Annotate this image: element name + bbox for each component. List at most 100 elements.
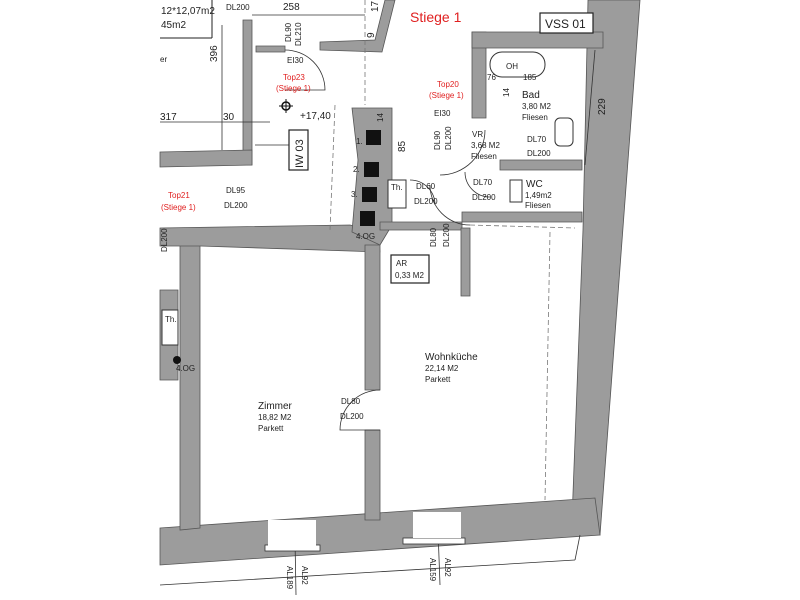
dimension: 185	[523, 73, 537, 82]
bathtub-label: OH	[506, 62, 518, 71]
wall-upper-left-v	[242, 19, 253, 166]
unit-name: Top21	[168, 191, 190, 200]
door-swing-entry	[284, 49, 326, 91]
window-label: AL92	[443, 558, 452, 577]
facade-line	[159, 559, 576, 586]
unit-stair: (Stiege 1)	[161, 203, 196, 212]
area-text: 45m2	[161, 20, 186, 31]
flue-label: 1.	[356, 137, 363, 146]
door-label: DL200	[340, 412, 364, 421]
level-height: +17,40	[300, 111, 331, 122]
wall-upper-left-h	[159, 149, 253, 168]
dimension: 396	[209, 45, 220, 62]
unit-stair: (Stiege 1)	[429, 91, 464, 100]
flue-label: 3.	[351, 190, 358, 199]
door-label: DL200	[160, 228, 169, 252]
room-area: 1,49m2	[525, 191, 552, 200]
wall-kueche-stub	[460, 227, 471, 297]
th-label: Th.	[391, 183, 403, 192]
room-name-bad: Bad	[522, 90, 540, 101]
flue-label: 2.	[353, 165, 360, 174]
dashed-line	[469, 224, 576, 229]
partial-text: er	[160, 55, 167, 64]
th-label: Th.	[165, 315, 177, 324]
unit-name: Top20	[437, 80, 459, 89]
window-label: AL189	[285, 566, 294, 590]
flue-1-icon	[366, 130, 381, 145]
door-label: DL80	[341, 397, 361, 406]
room-name-wc: WC	[526, 179, 543, 190]
flue-3-icon	[362, 187, 377, 202]
door-label: EI30	[434, 109, 451, 118]
unit-name: Top23	[283, 73, 305, 82]
door-label: DL210	[294, 22, 303, 46]
door-label: DL200	[444, 126, 453, 150]
bathtub-icon	[489, 51, 546, 78]
window-label: AL92	[300, 566, 309, 585]
vss-tag: VSS 01	[545, 17, 586, 31]
room-name-zimmer: Zimmer	[258, 401, 293, 412]
unit-stair: (Stiege 1)	[276, 84, 311, 93]
window-opening	[268, 520, 316, 546]
iw-tag: IW 03	[294, 139, 306, 168]
wall-left	[179, 231, 201, 531]
window-label: AL159	[428, 558, 437, 582]
wall-bad-bottom	[499, 159, 583, 171]
room-area: 0,33 M2	[395, 271, 424, 280]
ar-tag-box	[390, 254, 430, 284]
door-swing-zimmer	[339, 389, 381, 431]
room-floor: Parkett	[258, 424, 284, 433]
wall-wc-bottom	[461, 211, 583, 223]
dimension: 17	[370, 0, 381, 12]
door-label: DL200	[527, 149, 551, 158]
room-name-wohnkueche: Wohnküche	[425, 352, 478, 363]
room-name-ar: AR	[396, 259, 407, 268]
door-label: DL90	[433, 130, 442, 150]
wall-zimmer-kueche-upper	[364, 244, 381, 391]
flue-label: 4.OG	[176, 364, 195, 373]
facade-line	[574, 534, 581, 561]
door-label: EI30	[287, 56, 304, 65]
dimension: 76	[487, 73, 496, 82]
dimension: 14	[502, 88, 511, 97]
door-label: DL90	[284, 22, 293, 42]
boiler-icon-left	[161, 309, 179, 346]
dimension: 85	[397, 140, 408, 152]
dimension: 30	[223, 112, 235, 123]
room-floor: Fliesen	[471, 152, 497, 161]
room-floor: Fliesen	[522, 113, 548, 122]
room-area: 3,80 M2	[522, 102, 551, 111]
dimension: 9	[366, 32, 377, 38]
door-label: DL60	[416, 182, 436, 191]
outer-wall-right	[571, 0, 641, 536]
dimension: 258	[283, 2, 300, 13]
level-marker-icon	[279, 99, 293, 113]
wall-top-entry	[255, 45, 286, 53]
dimension: 229	[597, 98, 608, 115]
wall-zimmer-kueche-lower	[364, 429, 381, 521]
door-label: DL70	[473, 178, 493, 187]
flue-2-icon	[364, 162, 379, 177]
door-label: DL200	[226, 3, 250, 12]
door-label: DL200	[224, 201, 248, 210]
dimension: 317	[160, 112, 177, 123]
stair-title: Stiege 1	[410, 9, 462, 25]
door-label: DL80	[429, 227, 438, 247]
dashed-line	[544, 231, 551, 501]
door-swing-wc	[464, 171, 491, 198]
door-label: DL95	[226, 186, 246, 195]
plan-lines	[159, 0, 596, 596]
door-label: DL200	[442, 223, 451, 247]
washbasin-icon	[554, 117, 574, 147]
flue-left-icon	[173, 356, 181, 364]
room-area: 3,68 M2	[471, 141, 500, 150]
room-area: 18,82 M2	[258, 413, 292, 422]
door-swing-th	[409, 179, 436, 206]
wall-bad-top	[471, 31, 604, 49]
window-opening	[413, 512, 461, 538]
dimension-line	[584, 49, 596, 166]
room-name-vr: VR	[472, 130, 483, 139]
window-sill	[402, 537, 466, 545]
room-floor: Fliesen	[525, 201, 551, 210]
